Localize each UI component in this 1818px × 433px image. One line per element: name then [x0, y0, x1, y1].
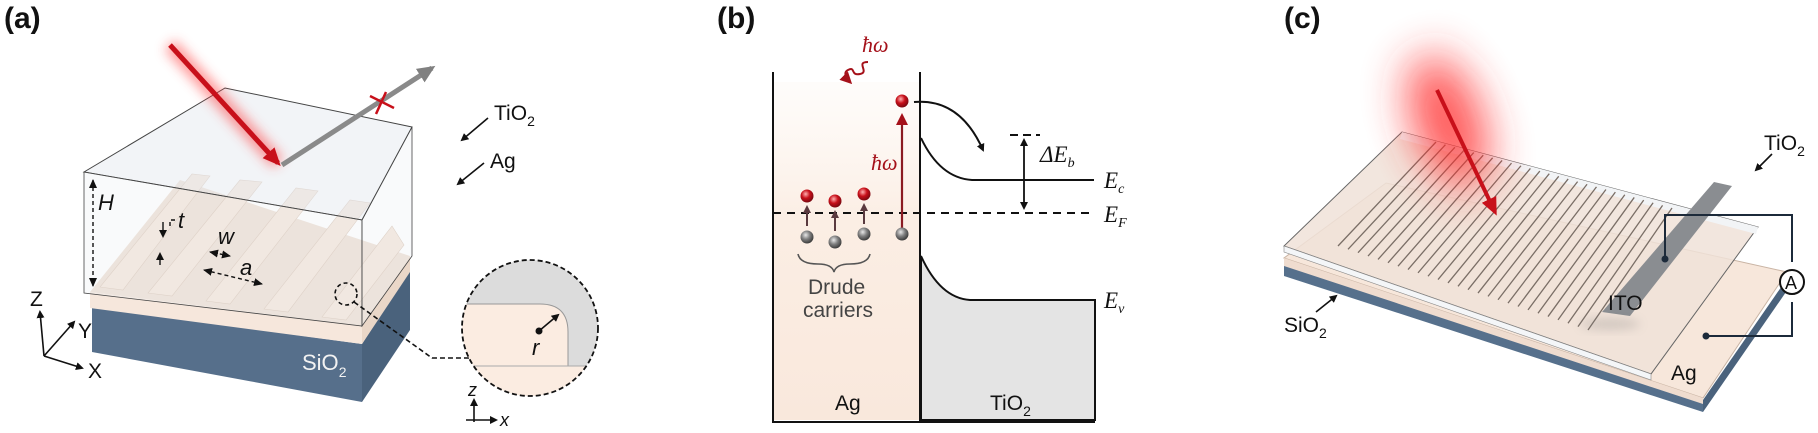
grating-line — [1507, 186, 1597, 304]
semiconductor-label: TiO2 — [990, 392, 1031, 419]
grating-line — [1517, 189, 1607, 307]
grating-line — [1537, 194, 1626, 314]
grating-line — [1467, 175, 1560, 291]
label-sio2: SiO2 — [302, 350, 347, 380]
hot-electron — [895, 94, 909, 108]
panel-b-label: (b) — [717, 2, 755, 35]
reflected-light-arrow — [280, 65, 436, 168]
blocked-reflection-icon — [369, 91, 395, 115]
grating-line — [1347, 144, 1446, 250]
panel-a: (a) TiO2 A — [4, 2, 599, 430]
label-h: H — [98, 190, 114, 215]
grating-line — [1417, 162, 1513, 274]
axis-z-label: Z — [30, 288, 43, 311]
hole — [895, 227, 909, 241]
sio2-substrate-front — [92, 307, 362, 402]
axis2d-x-label: x — [499, 410, 510, 430]
axis-y-label: Y — [78, 320, 92, 343]
barrier-label: ΔEb — [1039, 142, 1075, 171]
carriers-brace — [797, 253, 871, 273]
label-a: a — [240, 255, 252, 280]
excitation-energy-label: ħω — [871, 150, 898, 175]
label-tio2: TiO2 — [494, 102, 535, 129]
grating-line — [1497, 183, 1588, 301]
sio2-substrate-side — [362, 270, 410, 402]
circuit-wires — [1664, 214, 1793, 337]
conduction-band — [920, 137, 1094, 181]
incident-light-arrow — [1435, 89, 1497, 216]
photon-wave-icon — [839, 61, 869, 85]
grating-line — [1407, 160, 1503, 270]
metal-label: Ag — [835, 392, 861, 415]
photon-energy-label: ħω — [862, 32, 889, 57]
axes-3d-icon — [36, 310, 84, 371]
panel-c: (c) ITO A TiO2 Ag SiO2 — [1282, 2, 1805, 412]
incident-light-arrow — [168, 43, 281, 166]
grating-line — [1487, 181, 1579, 297]
grating-line — [1457, 173, 1550, 287]
ammeter-icon — [1779, 269, 1805, 295]
axes-2d-icon — [466, 398, 498, 424]
drude-label-line2: carriers — [803, 299, 873, 322]
grating-line — [1587, 207, 1673, 331]
sio2-substrate — [1284, 264, 1703, 412]
label-r: r — [532, 335, 541, 360]
grating-line — [1437, 167, 1531, 281]
label-t: t — [178, 208, 185, 233]
drude-carriers — [800, 187, 871, 249]
label-tio2-c: TiO2 — [1764, 132, 1805, 159]
ag-film-side — [362, 256, 410, 344]
grating-line — [1577, 204, 1664, 328]
ito-label: ITO — [1608, 292, 1643, 315]
panel-a-label: (a) — [4, 2, 41, 35]
label-ag-c: Ag — [1671, 362, 1697, 385]
grating-line — [1337, 141, 1437, 247]
tio2-valence-band — [920, 255, 1096, 421]
grating-line — [1477, 178, 1569, 294]
axis2d-z-label: z — [467, 380, 477, 400]
ef-label: EF — [1103, 202, 1127, 231]
axis-x-label: X — [88, 360, 102, 383]
drude-label-line1: Drude — [808, 276, 865, 299]
electron-injection-arrow — [913, 100, 985, 152]
panel-b: (b) ħω ħω — [717, 2, 1127, 423]
grating-line — [1547, 197, 1635, 317]
grating-line — [1557, 199, 1645, 321]
grating-line — [1527, 191, 1616, 311]
grating-line — [1427, 165, 1522, 277]
label-ag: Ag — [490, 150, 516, 173]
grating-line — [1447, 170, 1541, 284]
label-sio2-c: SiO2 — [1284, 314, 1327, 341]
ec-label: Ec — [1103, 168, 1125, 197]
ammeter-label: A — [1785, 273, 1797, 293]
corner-radius-inset: r — [461, 259, 599, 397]
panel-c-label: (c) — [1284, 2, 1321, 35]
ag-band-region — [773, 82, 920, 420]
ag-film-front — [90, 292, 362, 344]
grating-line — [1567, 202, 1654, 324]
label-w: w — [218, 224, 236, 249]
ev-label: Ev — [1103, 288, 1125, 317]
